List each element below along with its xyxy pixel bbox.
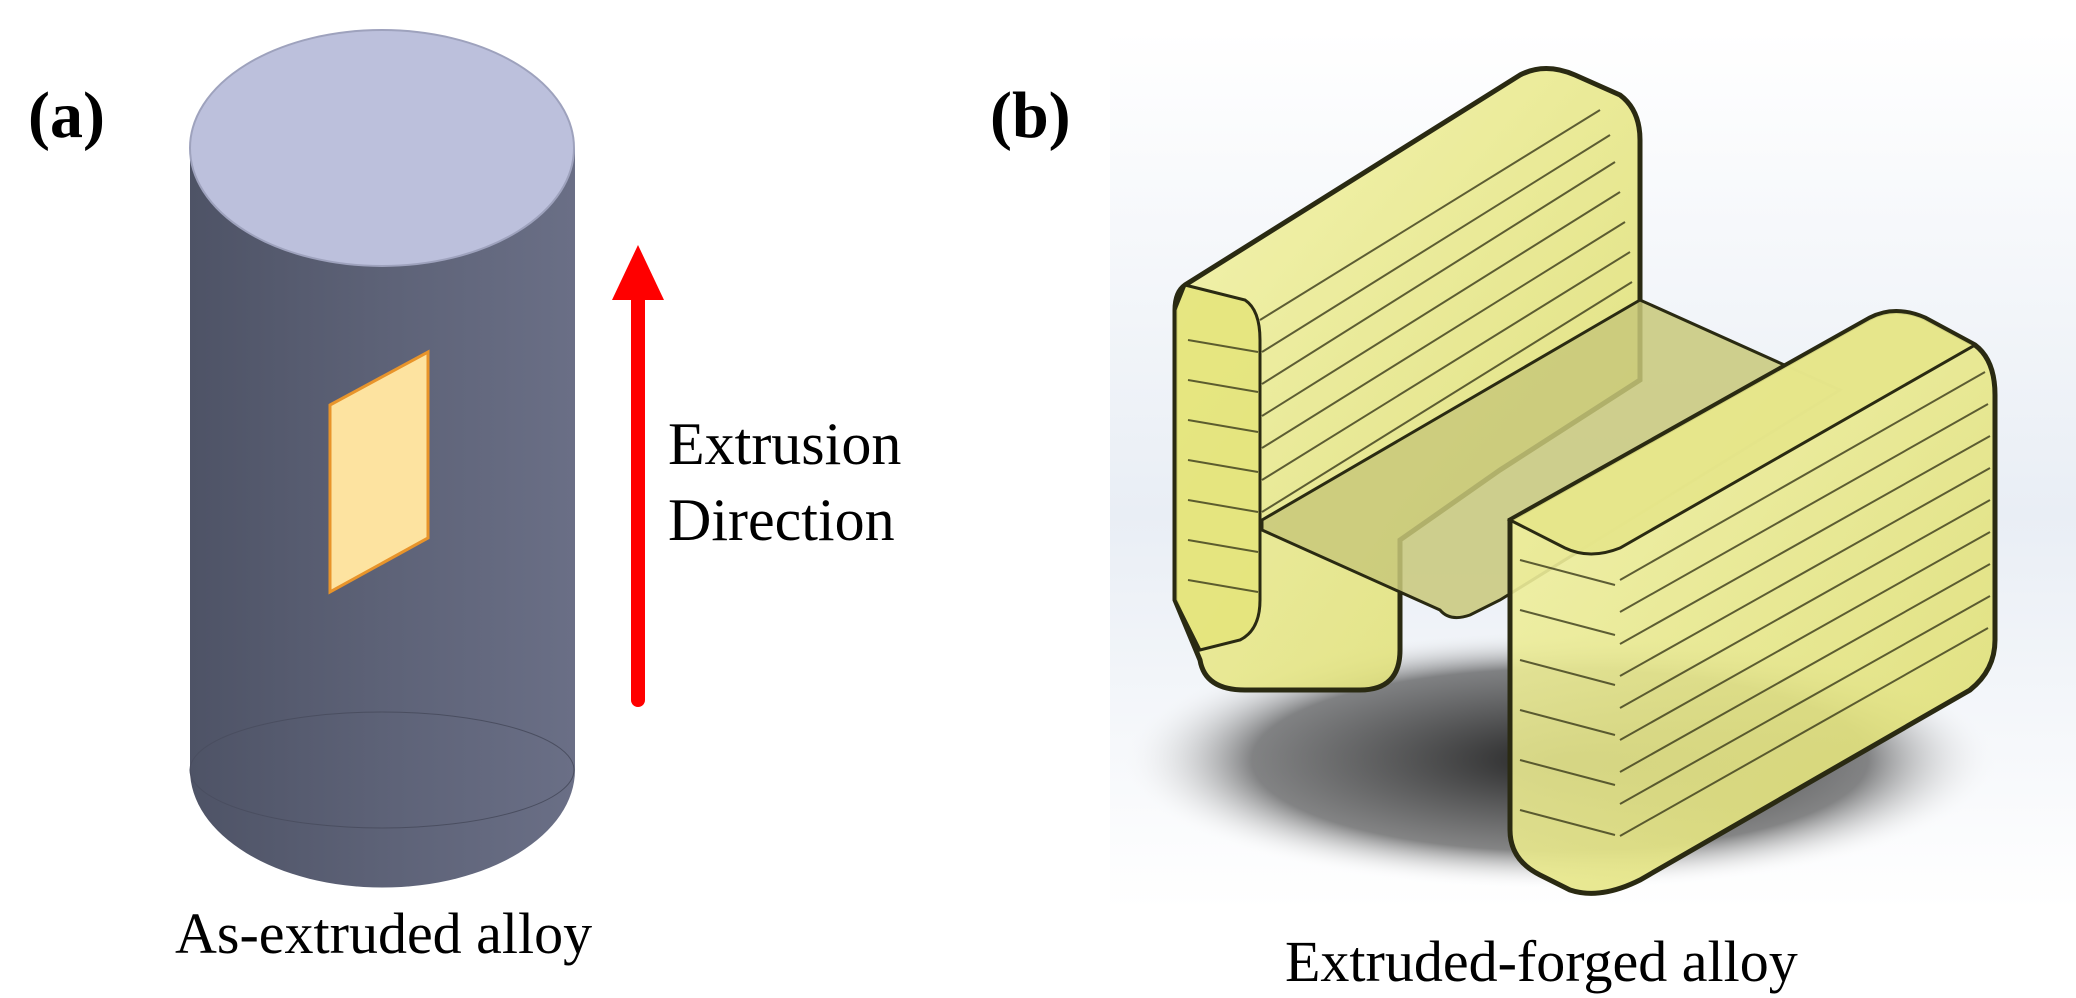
sample-slice [328,349,430,595]
forged-part-render [1110,30,2076,910]
extruded-cylinder [189,29,575,888]
panel-b-caption: Extruded-forged alloy [1285,929,1798,994]
left-block-front [1173,283,1262,652]
cylinder-top-face [189,29,575,267]
left-block-ribs [1187,109,1633,593]
panel-a-caption: As-extruded alloy [175,901,593,966]
direction-line-1: Extrusion [668,411,902,477]
extrusion-direction-arrow [612,245,664,707]
panel-b-label: (b) [990,79,1071,152]
direction-line-2: Direction [668,487,895,553]
panel-a-label: (a) [28,79,105,152]
cylinder-bottom-edge [189,711,575,829]
extrusion-direction-label: Extrusion Direction [668,406,901,558]
right-block-ribs [1519,371,1991,837]
right-block-top [1506,310,1979,556]
